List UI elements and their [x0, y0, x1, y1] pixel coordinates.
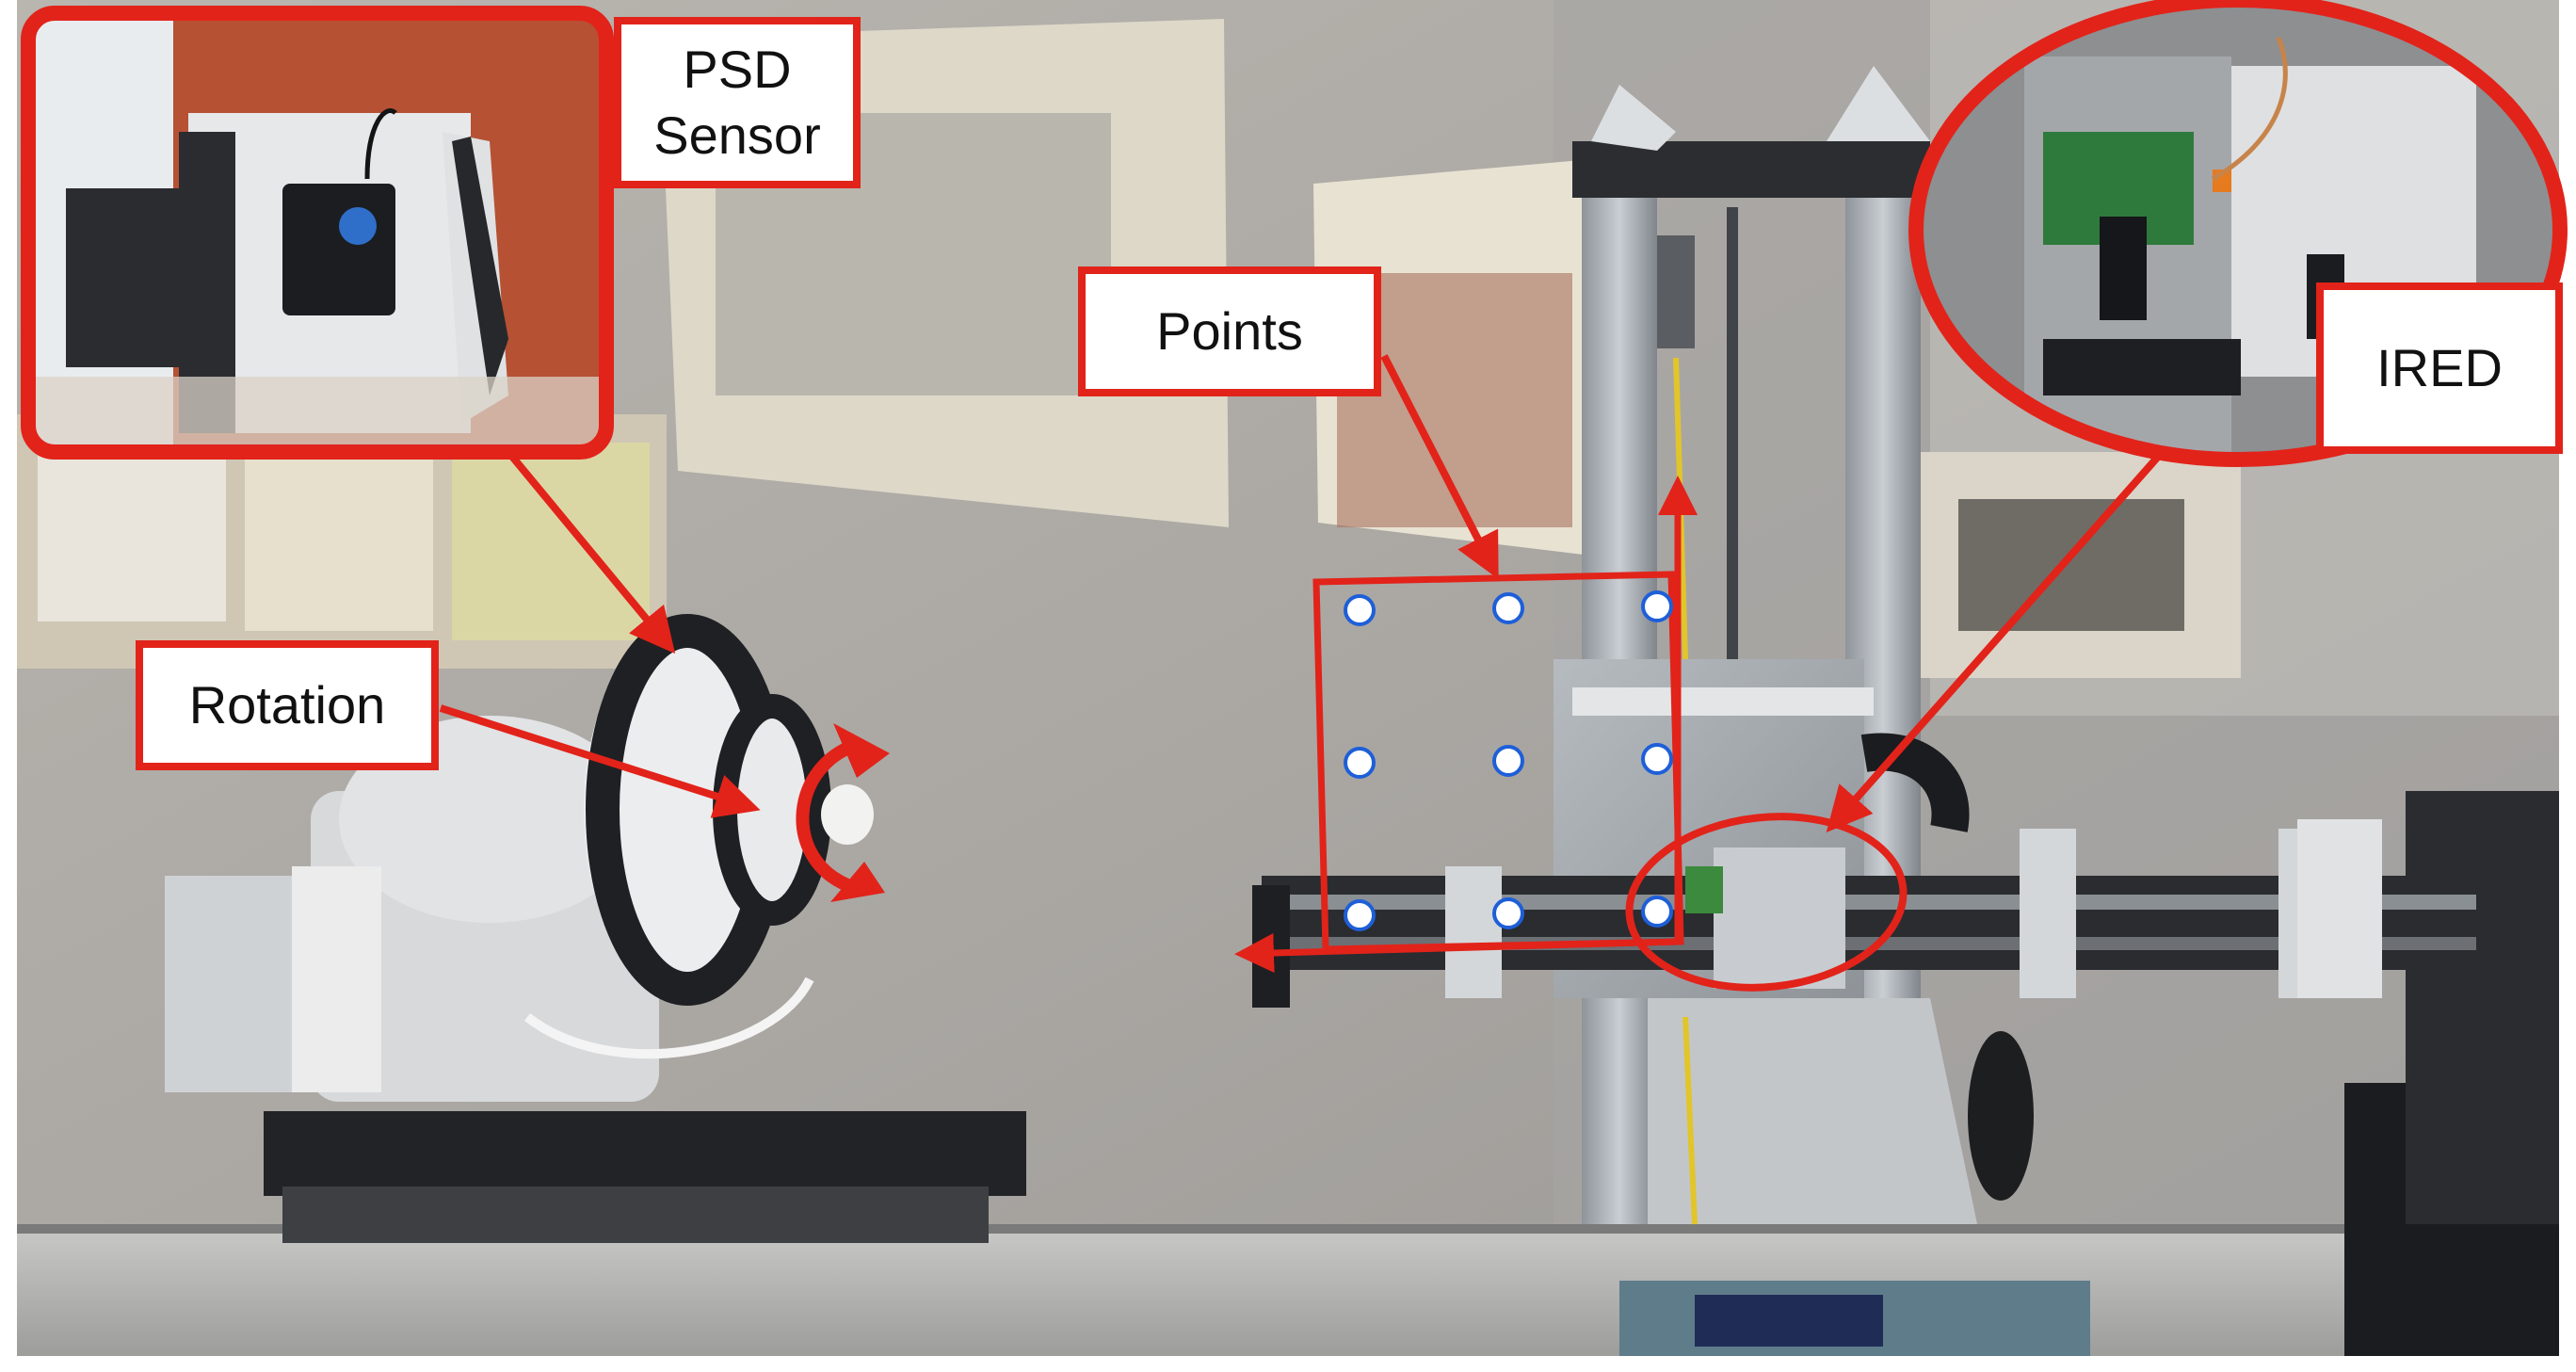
annotations	[21, 0, 2568, 992]
point-marker-r2-c1	[1344, 747, 1376, 779]
psd-sensor-label: PSD Sensor	[614, 17, 861, 188]
psd-inset-photo	[32, 17, 603, 448]
ired-label-text: IRED	[2376, 338, 2503, 397]
points-leader-arrow	[1380, 354, 1499, 580]
ired-label: IRED	[2316, 282, 2563, 454]
rotation-stage	[165, 614, 1026, 1243]
ired-inset-photo	[1916, 0, 2560, 460]
point-marker-r1-c1	[1344, 594, 1376, 626]
rotation-motion-arrow	[796, 737, 861, 892]
point-marker-r2-c3	[1641, 743, 1673, 775]
point-marker-r3-c2	[1492, 897, 1524, 929]
psd-sensor-label-line2: Sensor	[653, 105, 821, 165]
psd-inset-frame	[21, 6, 614, 460]
point-marker-r3-c3	[1641, 896, 1673, 928]
point-marker-r1-c2	[1492, 592, 1524, 624]
xy-stage	[1252, 66, 2476, 1225]
ired-inset-frame	[1908, 0, 2568, 467]
rotation-arrow-head-top	[833, 723, 890, 778]
psd-leader-arrow	[505, 449, 676, 654]
horizontal-motion-arrow	[1234, 933, 1679, 974]
rotation-arrow-head-bottom	[830, 862, 885, 902]
points-label: Points	[1078, 266, 1381, 396]
psd-sensor-label-line1: PSD	[683, 40, 792, 99]
rotation-label-text: Rotation	[188, 675, 386, 734]
point-marker-r1-c3	[1641, 590, 1673, 622]
rotation-leader-arrow	[439, 704, 761, 818]
bench	[17, 791, 2559, 1356]
point-marker-r3-c1	[1344, 899, 1376, 931]
points-label-text: Points	[1156, 301, 1303, 361]
rotation-label: Rotation	[136, 640, 439, 770]
point-marker-r2-c2	[1492, 745, 1524, 777]
ired-location-ring	[1625, 813, 1908, 992]
point-markers	[1344, 590, 1673, 931]
ired-leader-arrow	[1826, 454, 2161, 832]
